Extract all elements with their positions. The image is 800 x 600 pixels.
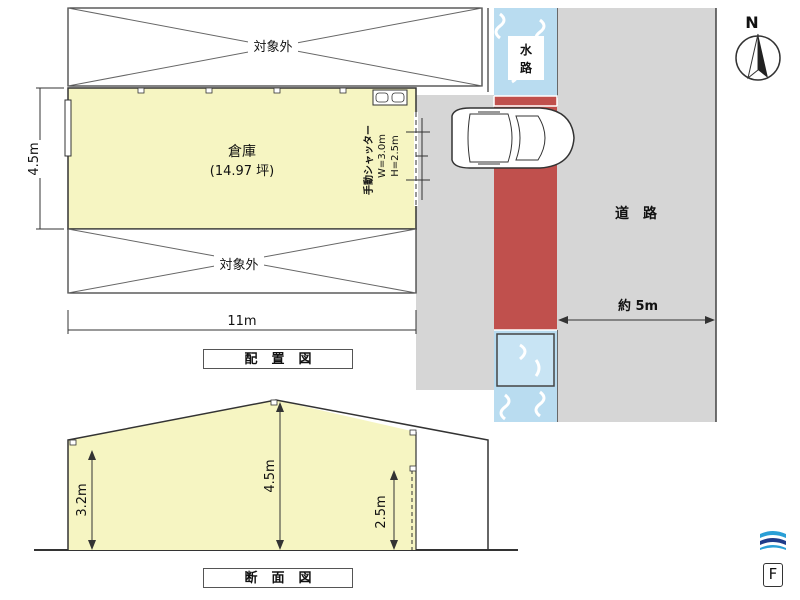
post — [339, 87, 347, 94]
roof-post — [409, 429, 417, 436]
sink-basin — [375, 92, 389, 103]
ridge-height-label: 4.5m — [263, 459, 278, 492]
roof-post — [69, 439, 77, 446]
arrow-down — [390, 540, 398, 550]
eave-height-label: 3.2m — [75, 483, 90, 516]
roof-post — [409, 465, 417, 472]
arrow-down — [276, 540, 284, 550]
outside-label-top: 対象外 — [253, 40, 292, 55]
waterway-bottom-box — [496, 333, 555, 387]
outside-bottom-label-bg — [214, 255, 264, 273]
post — [137, 87, 145, 94]
north-arrow-icon — [735, 33, 781, 81]
sink-basin — [391, 92, 405, 103]
water-pattern-top — [494, 12, 546, 84]
waterway-char-1: 水 — [520, 42, 533, 57]
arrow-up — [88, 450, 96, 460]
arrow-right — [705, 316, 715, 324]
outside-top-label-bg — [248, 37, 298, 55]
car-icon — [451, 107, 575, 169]
depth-dim-label: 4.5m — [27, 142, 42, 175]
arrow-left — [558, 316, 568, 324]
shutter-height: H=2.5m — [390, 135, 401, 177]
driveway-border-top — [493, 96, 557, 107]
arrow-up — [276, 402, 284, 412]
shutter-height-label: 2.5m — [374, 495, 389, 528]
warehouse — [67, 87, 417, 230]
driveway-border-top2 — [494, 95, 558, 106]
arrow-up — [390, 470, 398, 480]
waterway-char-2: 路 — [520, 60, 533, 75]
post — [273, 87, 281, 94]
road-label: 道 路 — [615, 205, 658, 222]
section-building — [68, 400, 416, 550]
warehouse-area: (14.97 坪) — [210, 164, 275, 179]
section-caption: 断面図 — [203, 568, 353, 588]
post — [205, 87, 213, 94]
road-width-label: 約 5m — [618, 298, 658, 314]
shutter-width: W=3.0m — [377, 134, 388, 178]
left-door — [64, 99, 72, 157]
waterway-label-box — [508, 36, 544, 80]
brand-wave-icon — [760, 531, 786, 550]
width-dim-label: 11m — [227, 314, 256, 329]
arrow-down — [88, 540, 96, 550]
brand-logo — [758, 528, 788, 552]
road-area-right — [557, 8, 716, 422]
warehouse-name: 倉庫 — [228, 143, 256, 160]
outside-label-bottom: 対象外 — [219, 258, 258, 273]
water-pattern-bottom — [499, 343, 546, 421]
depth-dim-label-bg — [22, 140, 58, 178]
roof-post — [270, 399, 278, 406]
shutter-label: 手動シャッター — [362, 125, 375, 195]
width-dim-label-bg — [222, 311, 262, 329]
brand-letter-box: F — [763, 563, 783, 587]
plan-caption: 配置図 — [203, 349, 353, 369]
north-letter: N — [745, 13, 758, 32]
brand-letter: F — [768, 565, 778, 583]
